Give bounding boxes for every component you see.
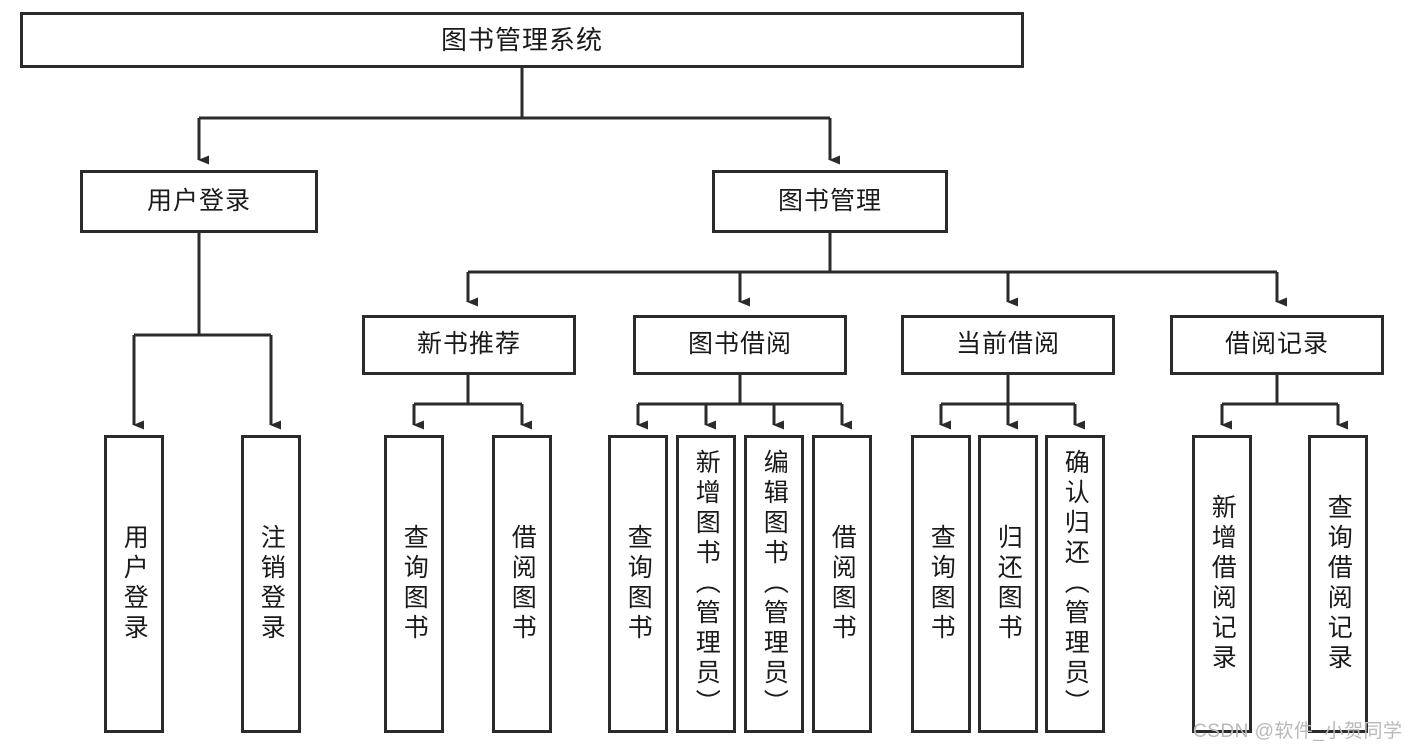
node-label: 查询借阅记录	[1324, 494, 1353, 674]
node-label: 用户登录	[120, 524, 149, 644]
node-label: 借阅记录	[1224, 330, 1329, 359]
node-label: 查询图书	[400, 524, 429, 644]
node-leaf-add-borrow-record[interactable]: 新增借阅记录	[1192, 435, 1252, 733]
node-label: 注销登录	[257, 524, 286, 644]
node-leaf-edit-book-admin[interactable]: 编辑图书（管理员）	[744, 435, 804, 733]
node-label: 编辑图书（管理员）	[760, 449, 789, 719]
node-book-management[interactable]: 图书管理	[712, 170, 948, 233]
node-label: 图书借阅	[687, 330, 792, 359]
node-leaf-borrow-book[interactable]: 借阅图书	[812, 435, 872, 733]
node-label: 新增借阅记录	[1208, 494, 1237, 674]
node-label: 当前借阅	[955, 330, 1060, 359]
node-label: 图书管理系统	[440, 24, 603, 55]
node-user-login[interactable]: 用户登录	[80, 170, 318, 233]
node-label: 确认归还（管理员）	[1061, 449, 1090, 719]
node-new-book-recommend[interactable]: 新书推荐	[362, 315, 576, 375]
node-current-borrow[interactable]: 当前借阅	[901, 315, 1115, 375]
node-leaf-query-book-borrow[interactable]: 查询图书	[608, 435, 668, 733]
watermark: CSDN @软件_小贺同学	[1193, 721, 1403, 742]
node-book-borrow[interactable]: 图书借阅	[633, 315, 847, 375]
node-label: 新书推荐	[416, 330, 521, 359]
node-label: 归还图书	[994, 524, 1023, 644]
node-leaf-query-borrow-record[interactable]: 查询借阅记录	[1308, 435, 1368, 733]
node-leaf-add-book-admin[interactable]: 新增图书（管理员）	[676, 435, 736, 733]
node-borrow-record[interactable]: 借阅记录	[1170, 315, 1384, 375]
node-leaf-return-book[interactable]: 归还图书	[978, 435, 1038, 733]
node-leaf-user-login[interactable]: 用户登录	[104, 435, 164, 733]
node-leaf-borrow-book-recommend[interactable]: 借阅图书	[492, 435, 552, 733]
node-leaf-query-book-recommend[interactable]: 查询图书	[384, 435, 444, 733]
node-label: 借阅图书	[828, 524, 857, 644]
node-label: 用户登录	[146, 186, 251, 215]
node-root-book-management-system[interactable]: 图书管理系统	[20, 12, 1024, 68]
node-leaf-user-logout[interactable]: 注销登录	[241, 435, 301, 733]
node-label: 查询图书	[927, 524, 956, 644]
node-label: 图书管理	[777, 186, 882, 215]
node-leaf-query-book-current[interactable]: 查询图书	[911, 435, 971, 733]
node-label: 借阅图书	[508, 524, 537, 644]
node-label: 新增图书（管理员）	[692, 449, 721, 719]
node-leaf-confirm-return-admin[interactable]: 确认归还（管理员）	[1045, 435, 1105, 733]
node-label: 查询图书	[624, 524, 653, 644]
